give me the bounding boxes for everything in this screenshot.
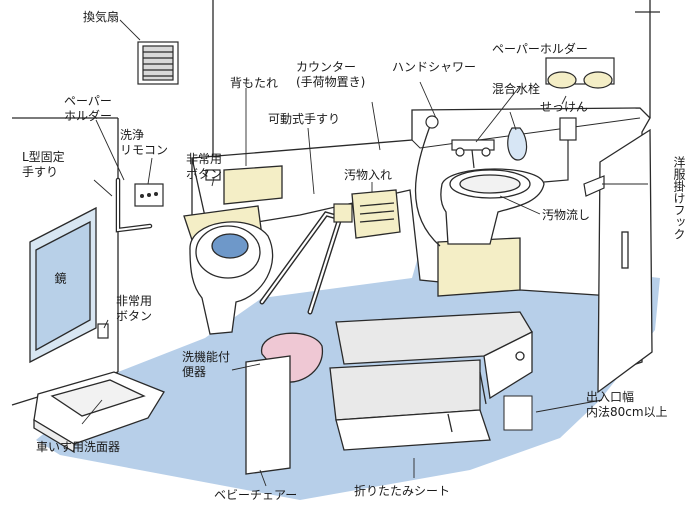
door [597,128,653,394]
label-paper-holder-right: ペーパーホルダー [492,42,588,56]
label-mirror: 鏡 [53,272,67,284]
toilet-fixture [189,221,274,335]
emergency-button-top-pad [205,169,221,181]
label-movable-handrail: 可動式手すり [268,112,341,126]
label-clothes-hook: 洋服掛けフック [672,156,686,240]
label-counter: カウンター (手荷物置き) [296,60,366,89]
label-wheelchair-sink: 車いす用洗面器 [36,440,121,454]
label-wash-remote: 洗浄 リモコン [120,128,169,157]
label-paper-holder-left: ペーパー ホルダー [64,94,113,123]
label-l-handrail: L型固定 手すり [22,150,65,179]
clothes-hook [583,175,605,197]
label-doorway-width: 出入口幅 内法80cm以上 [586,390,668,419]
soap-dispenser [507,127,528,161]
label-washlet-toilet: 洗機能付 便器 [182,350,231,379]
paper-holder-right [545,57,615,89]
label-waste-bin: 汚物入れ [344,168,393,182]
backrest-pad [223,165,283,205]
doorway-gap [503,395,533,431]
wheelchair-sink-fixture [33,371,165,454]
leader-lines [81,19,648,487]
hand-shower-hose [414,125,441,247]
exhaust-fan [137,41,179,85]
label-folding-seat: 折りたたみシート [354,484,451,498]
label-baby-chair: ベビーチェアー [214,488,298,502]
label-soap: せっけん [540,100,589,114]
label-backrest: 背もたれ [230,76,279,90]
slop-sink [437,168,545,297]
baby-chair-fixture [245,332,323,475]
mixing-faucet-fixture [451,139,495,169]
label-emergency-button-top: 非常用 ボタン [186,152,223,181]
waste-bin [351,189,401,239]
label-slop-sink: 汚物流し [542,208,591,222]
label-hand-shower: ハンドシャワー [392,60,477,74]
label-mixing-faucet: 混合水栓 [492,82,541,96]
mirror-panel [29,206,97,364]
label-fan: 換気扇 [83,10,120,24]
emergency-button-mid-pad [97,323,109,339]
label-emergency-button-mid: 非常用 ボタン [116,294,153,323]
flush-valve [543,117,577,183]
folding-seat-fixture [329,311,533,451]
